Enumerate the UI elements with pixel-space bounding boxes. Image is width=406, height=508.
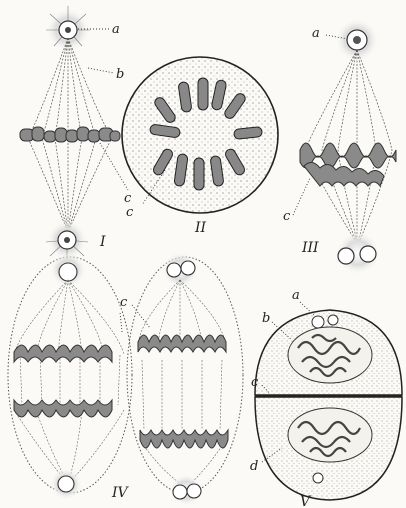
figure-1-metaphase-spindle: a b I	[20, 6, 128, 262]
anaphase-cell-right	[127, 252, 243, 506]
figure-label-1: I	[99, 234, 106, 250]
fig5-label-a: a	[292, 288, 300, 303]
figure-label-3: III	[301, 240, 319, 256]
fig5-label-c: c	[251, 375, 259, 390]
figure-5-daughter-cells: a b c d V	[250, 288, 402, 508]
figure-label-4: IV	[111, 485, 130, 501]
equatorial-chromosomes	[300, 143, 396, 186]
figure-3-metaphase-spindle: a c III	[283, 18, 396, 275]
fig1-label-c: c	[124, 191, 132, 206]
fig1-label-a: a	[112, 22, 120, 37]
nucleus-lower	[288, 408, 372, 462]
fig5-label-b: b	[262, 311, 270, 326]
fig5-label-d: d	[250, 459, 258, 474]
fig4-label-c: c	[120, 295, 128, 310]
fig2-label-c: c	[126, 205, 134, 220]
figure-2-prophase-cell: c II	[122, 57, 278, 236]
anaphase-cell-left	[8, 252, 132, 500]
figure-label-2: II	[194, 220, 207, 236]
equatorial-chromosomes	[20, 127, 120, 142]
fig3-label-a: a	[312, 26, 320, 41]
fig3-label-c: c	[283, 209, 291, 224]
centrosome-lower	[336, 231, 380, 275]
fig1-label-b: b	[116, 67, 124, 82]
figure-4-anaphase: c IV	[8, 252, 243, 506]
